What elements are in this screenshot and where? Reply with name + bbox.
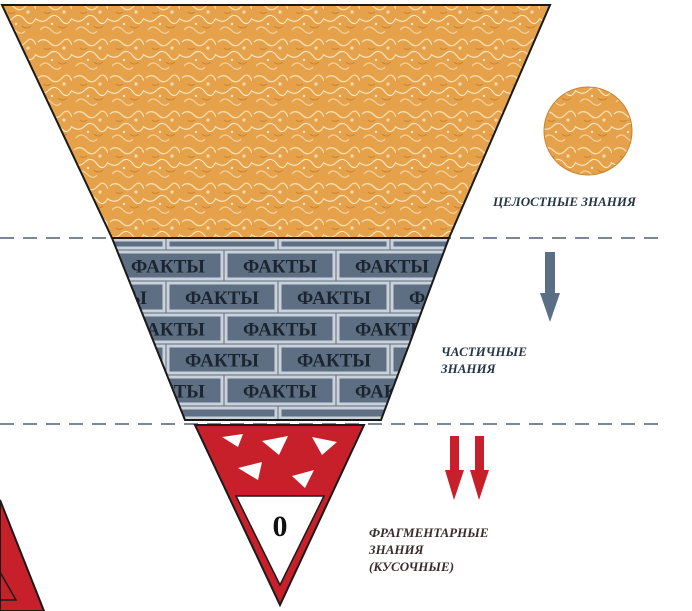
- fact-brick: [448, 313, 449, 344]
- partial-knowledge-label-line-2: ЗНАНИЯ: [440, 361, 497, 376]
- fact-brick-label: ФАКТЫ: [297, 351, 371, 372]
- fact-brick-label: ФАКТЫ: [185, 288, 259, 309]
- fact-brick-label: ФАКТЫ: [467, 382, 541, 403]
- fact-brick-label: ФАКТЫ: [297, 288, 371, 309]
- fact-brick-label: ФАКТЫ: [355, 257, 429, 278]
- fact-brick: [278, 344, 390, 375]
- fact-brick-label: ФАКТЫ: [243, 257, 317, 278]
- fragment-shard: [292, 470, 314, 488]
- partial-knowledge-label-line-1: ЧАСТИЧНЫЕ: [441, 344, 527, 359]
- fragment-shard: [238, 462, 262, 480]
- fragmentary-knowledge-label-line-1: ФРАГМЕНТАРНЫЕ: [369, 525, 489, 540]
- fact-brick: [278, 406, 390, 420]
- fragment-shard: [312, 437, 337, 455]
- partial-knowledge-section: ФАКТЫ ФАКТЫ ФАКТЫ ФАКТЫ ФАКТЫ ФАКТЫ ФАКТЫ ФАКТЫ…: [73, 237, 541, 421]
- holistic-knowledge-section: [0, 4, 552, 239]
- fact-brick: [336, 250, 448, 281]
- fact-brick: [166, 281, 278, 313]
- holistic-knowledge-label: ЦЕЛОСТНЫЕ ЗНАНИЯ: [492, 194, 637, 209]
- fact-brick: [224, 250, 336, 281]
- fact-brick: [112, 406, 166, 420]
- fact-brick-label: ФАКТЫ: [409, 288, 483, 309]
- fact-brick-label: ФАКТЫ: [243, 382, 317, 403]
- fact-brick-label: ФАКТЫ: [467, 320, 541, 341]
- fact-brick-label: ФАКТЫ: [185, 351, 259, 372]
- fact-brick: [224, 313, 336, 344]
- fact-brick-label: ФАКТЫ: [131, 382, 205, 403]
- fact-brick: [166, 344, 278, 375]
- fact-brick: [112, 375, 224, 406]
- fragmentary-knowledge-section: 0: [193, 424, 366, 608]
- fact-brick-label: ФАКТЫ: [355, 320, 429, 341]
- zero-triangle: [234, 495, 326, 587]
- fact-brick: [166, 238, 278, 250]
- fact-brick-label: ФАКТЫ: [73, 351, 147, 372]
- fact-brick: [112, 238, 166, 250]
- down-arrow-icon: [540, 252, 560, 322]
- left-partial-triangle: [0, 499, 46, 611]
- svg-text:ЧАСТИЧНЫЕ ЗНАНИЯ: ЧАСТИЧНЫЕ ЗНАНИЯ: [440, 344, 530, 376]
- fragmentary-knowledge-label-line-2: ЗНАНИЯ: [368, 542, 425, 557]
- fact-brick: [224, 375, 336, 406]
- fact-brick-label: ФАКТЫ: [243, 320, 317, 341]
- fact-brick-label: ФАКТЫ: [131, 320, 205, 341]
- fragment-shard: [222, 434, 243, 447]
- fact-brick: [448, 250, 449, 281]
- fact-brick: [112, 250, 224, 281]
- fact-brick: [278, 281, 390, 313]
- fragmentary-knowledge-label-line-3: (КУСОЧНЫЕ): [369, 559, 454, 574]
- fact-brick: [390, 406, 449, 420]
- fact-brick: [448, 375, 449, 406]
- fact-brick-label: ФАКТЫ: [131, 257, 205, 278]
- fact-brick-label: ФАКТЫ: [467, 257, 541, 278]
- double-down-arrow-icon: [445, 436, 489, 500]
- fact-brick: [278, 238, 390, 250]
- zero-symbol: 0: [273, 510, 288, 543]
- holistic-knowledge-circle-icon: [543, 86, 633, 176]
- fact-brick: [112, 344, 166, 375]
- svg-text:ФРАГМЕНТАРНЫЕ ЗНАНИЯ (: ФРАГМЕНТАРНЫЕ ЗНАНИЯ (КУСОЧНЫЕ): [368, 525, 492, 574]
- fact-brick: [112, 281, 166, 313]
- fragment-shard: [262, 436, 288, 455]
